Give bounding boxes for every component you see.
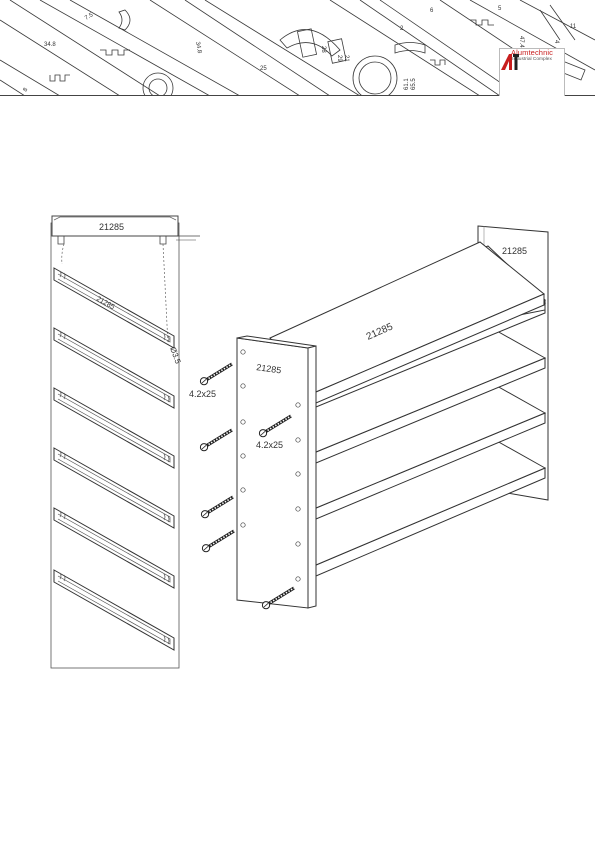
dim-label: 47.4 [518, 36, 524, 48]
slat-4 [265, 325, 547, 464]
dim-label: 29 [336, 55, 342, 62]
dim-label: 61.1 [404, 78, 410, 90]
slat-profile-1 [53, 267, 175, 349]
slat-profile-3 [53, 387, 175, 469]
top-rail-profile [51, 215, 179, 237]
dim-label: 34.8 [194, 41, 202, 54]
dim-label: 8 [23, 87, 30, 93]
louver-assembly: 21285 21285 21285 [236, 225, 549, 609]
top-rail-code: 21285 [99, 222, 124, 232]
dim-label: 34.8 [44, 42, 56, 48]
slat-profile-6 [53, 569, 175, 651]
dim-label: 21 [343, 55, 349, 62]
dim-label: 25 [260, 66, 267, 72]
dim-label: 28 [320, 46, 326, 53]
slat-profile-5 [53, 507, 175, 589]
screw-spec-right: 4.2x25 [256, 440, 283, 450]
dim-label: 65.5 [411, 78, 417, 90]
logo-name: Alumtechnic [511, 48, 553, 57]
front-post-code: 21285 [256, 362, 282, 375]
slat-profile-4 [53, 447, 175, 529]
hole-diameter-label: Ø3.5 [168, 346, 183, 366]
header-pattern-band: 34.8 34.8 28 29 21 47.4 65.5 61.1 8 4 7.… [0, 0, 595, 96]
dim-label: 6 [430, 8, 434, 14]
dim-label: 11 [570, 24, 577, 30]
header-divider [0, 95, 595, 96]
screw-icon [198, 428, 234, 453]
screw-spec-left: 4.2x25 [189, 389, 216, 399]
dim-label: 5 [498, 6, 502, 12]
slat-profile-2 [53, 327, 175, 409]
front-post-holes [240, 349, 301, 582]
logo-subtitle: Industrial Complex [512, 57, 552, 62]
logo-mark-icon [501, 54, 519, 70]
dim-label: 2 [400, 26, 404, 32]
screw-icon [198, 362, 234, 387]
dim-label: 4 [553, 40, 559, 44]
section-view: 21285 21285 Ø3.5 [50, 215, 200, 669]
company-logo: Alumtechnic Industrial Complex [499, 48, 565, 96]
dim-label: 7.5 [84, 12, 95, 22]
back-post-code: 21285 [502, 246, 527, 256]
screw-icon [199, 495, 235, 520]
screw-icon [200, 529, 236, 554]
